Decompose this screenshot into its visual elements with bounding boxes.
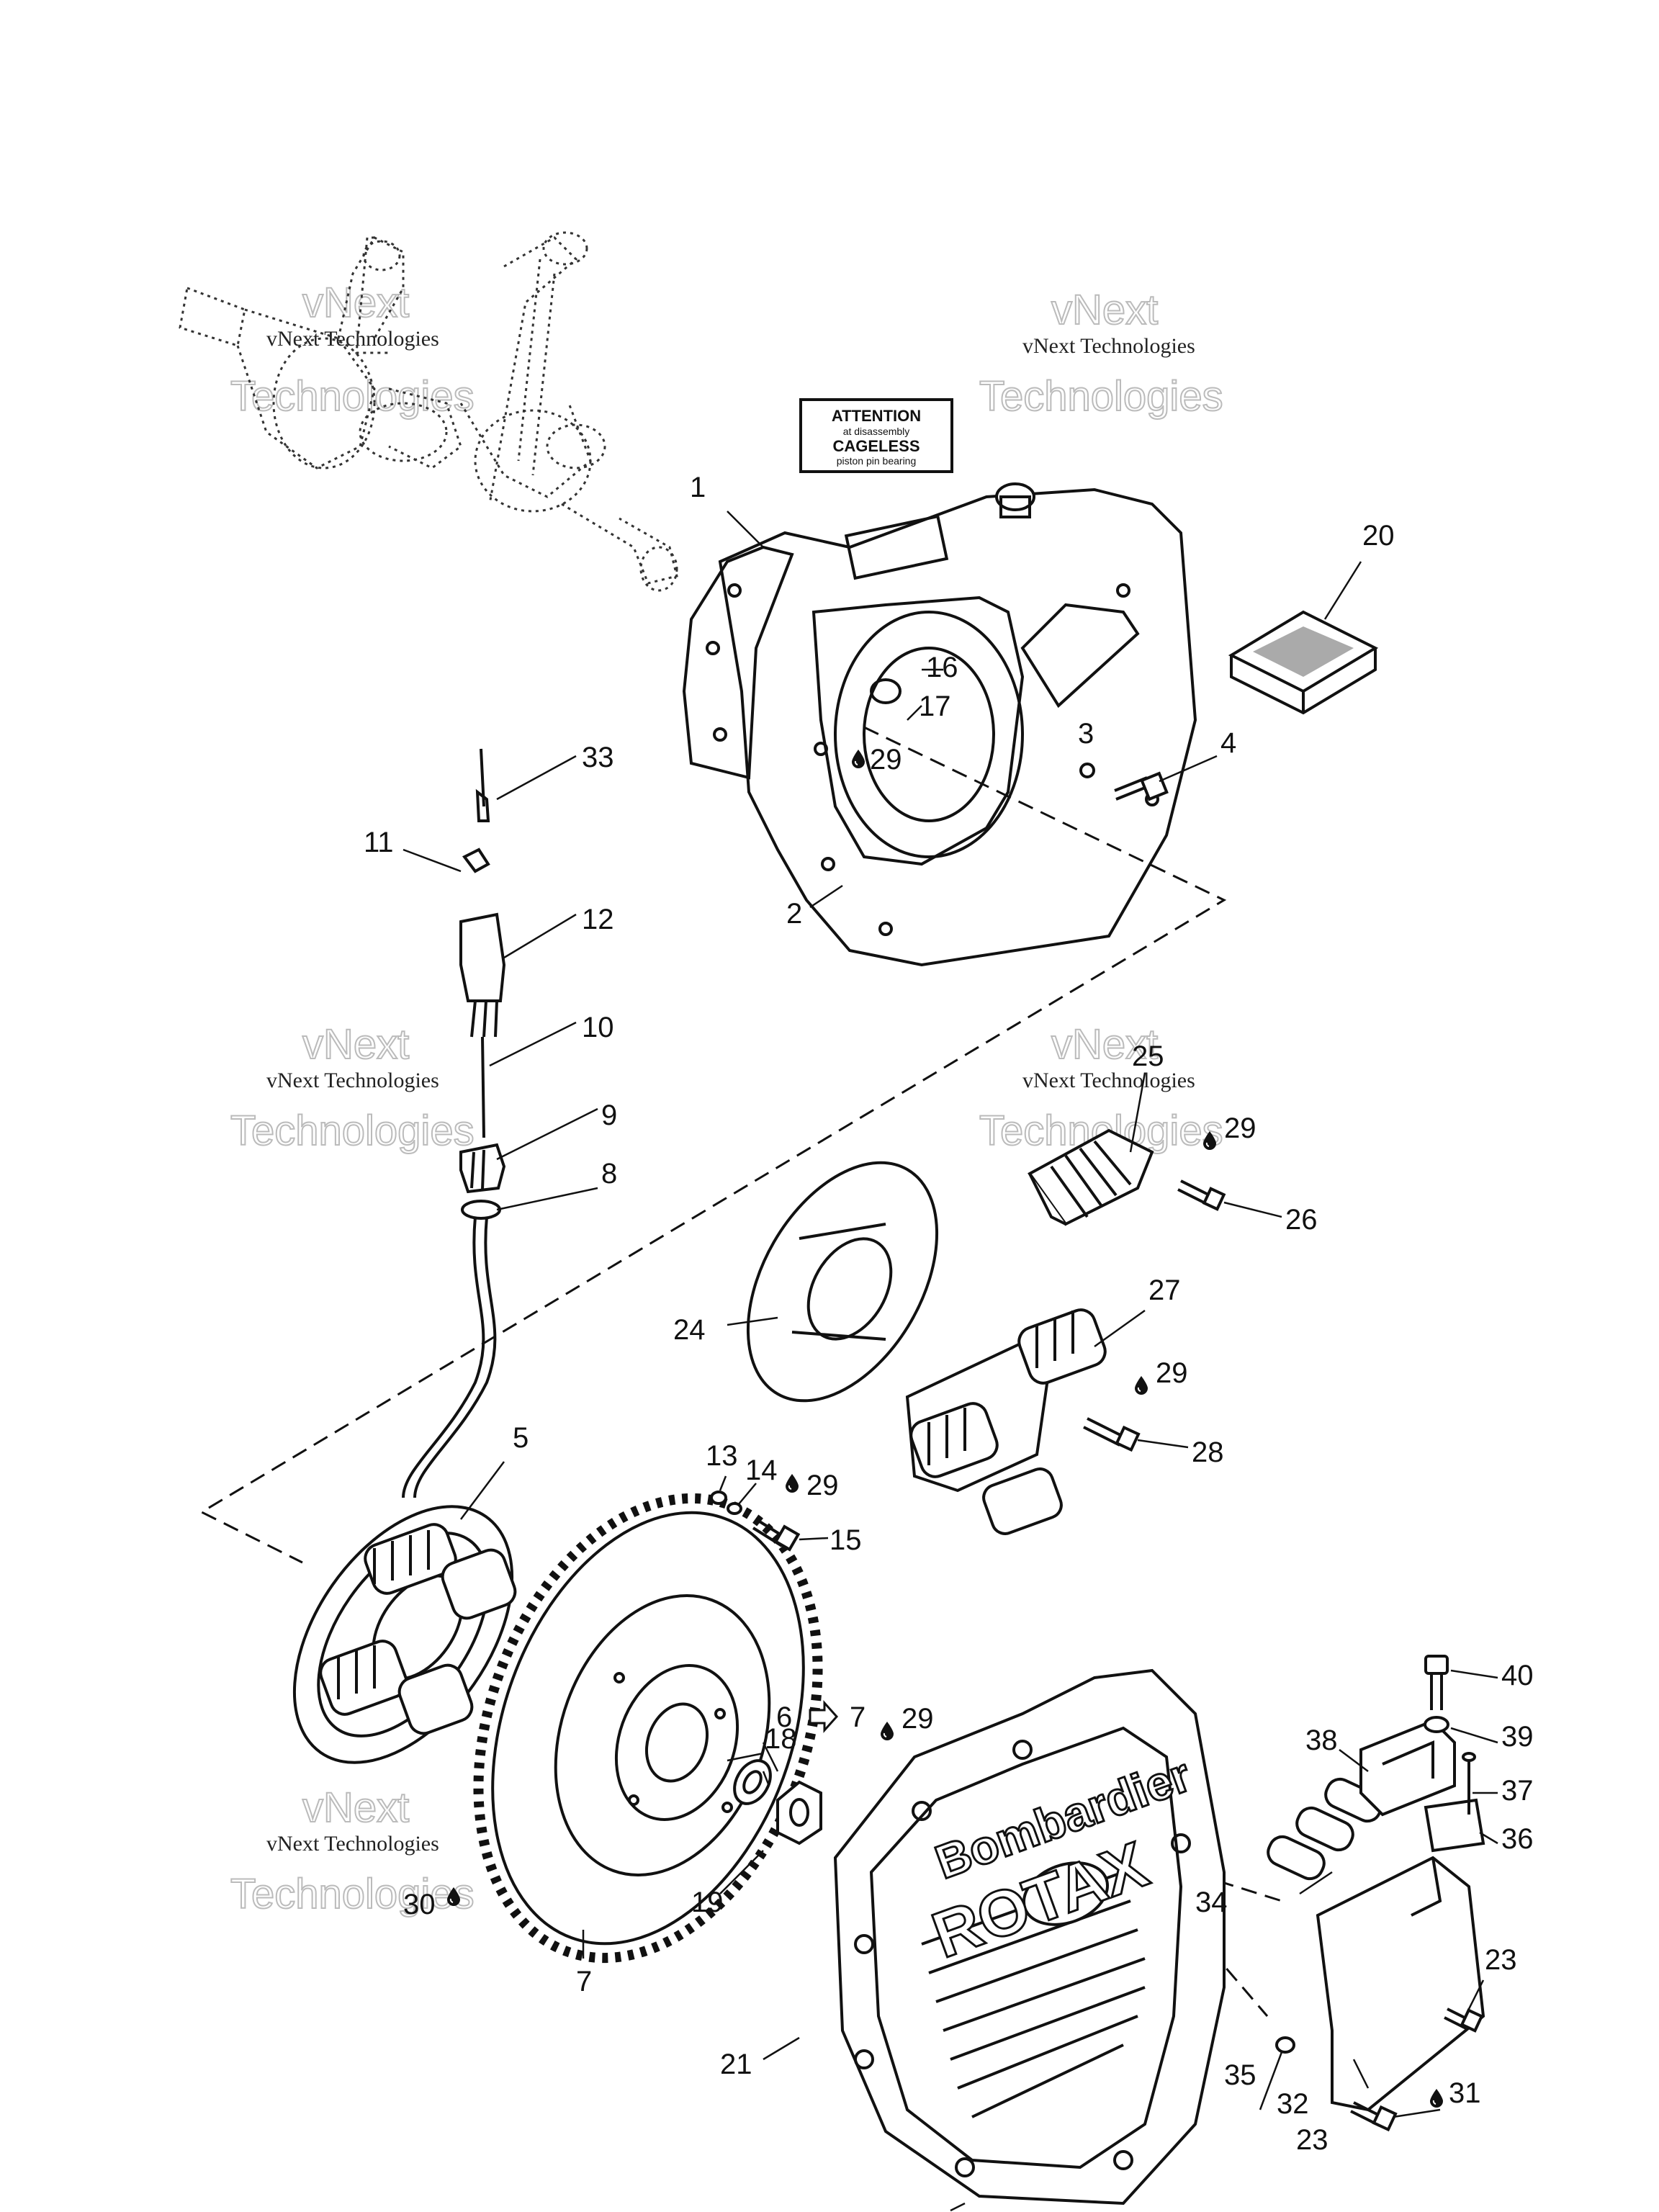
callout-31: 31 bbox=[1449, 2077, 1481, 2109]
svg-text:at disassembly: at disassembly bbox=[843, 426, 910, 437]
callout-2: 2 bbox=[786, 898, 802, 930]
callout-28: 28 bbox=[1192, 1437, 1224, 1468]
stator-5 bbox=[292, 1505, 517, 1764]
screw-26 bbox=[1177, 1179, 1226, 1211]
svg-text:CAGELESS: CAGELESS bbox=[832, 437, 920, 455]
leader-lines bbox=[403, 511, 1498, 2212]
svg-text:vNext: vNext bbox=[302, 1021, 409, 1068]
callout-10: 10 bbox=[582, 1012, 614, 1043]
callout-27: 27 bbox=[1148, 1274, 1181, 1306]
assembly-line-housing bbox=[199, 726, 1227, 1564]
watermark-top-right: vNext Technologies vNext Technologies bbox=[979, 286, 1224, 421]
callout-13: 13 bbox=[706, 1440, 738, 1472]
callout-17: 17 bbox=[919, 691, 951, 722]
pin-37 bbox=[1462, 1752, 1476, 1815]
callout-labels: 1 2 3 4 5 6 7 7 8 9 10 11 12 13 14 15 16… bbox=[364, 472, 1534, 2156]
callout-35: 35 bbox=[1224, 2059, 1256, 2091]
svg-text:Technologies: Technologies bbox=[230, 373, 475, 420]
callout-18: 18 bbox=[765, 1723, 797, 1755]
watermark-bottom-left: vNext Technologies vNext Technologies bbox=[230, 1784, 475, 1918]
svg-text:vNext: vNext bbox=[1051, 287, 1158, 333]
callout-29e: 29 bbox=[902, 1703, 934, 1735]
svg-text:vNext: vNext bbox=[302, 1784, 409, 1831]
support-plate-32 bbox=[1316, 1856, 1485, 2112]
wiring-harness bbox=[402, 748, 506, 1498]
callout-21: 21 bbox=[720, 2049, 752, 2080]
magneto-cover-21: Bombardier ROTAX bbox=[833, 1668, 1226, 2206]
callout-30: 30 bbox=[403, 1889, 436, 1920]
callout-12: 12 bbox=[582, 904, 614, 935]
callout-38: 38 bbox=[1305, 1725, 1338, 1756]
svg-text:Technologies: Technologies bbox=[979, 373, 1223, 420]
callout-33: 33 bbox=[582, 742, 614, 773]
crankshaft-reference bbox=[179, 231, 678, 592]
svg-text:vNext Technologies: vNext Technologies bbox=[266, 327, 439, 351]
callout-29c: 29 bbox=[1156, 1357, 1188, 1389]
bracket-38 bbox=[1359, 1719, 1456, 1817]
callout-29a: 29 bbox=[870, 744, 902, 775]
callout-5: 5 bbox=[513, 1422, 529, 1454]
svg-text:vNext Technologies: vNext Technologies bbox=[266, 1832, 439, 1856]
callout-1: 1 bbox=[690, 472, 706, 503]
callout-36: 36 bbox=[1501, 1823, 1534, 1855]
svg-text:vNext Technologies: vNext Technologies bbox=[266, 1069, 439, 1092]
nut-19 bbox=[776, 1780, 822, 1845]
callout-39: 39 bbox=[1501, 1721, 1534, 1753]
callout-19: 19 bbox=[691, 1887, 724, 1918]
clamp-36 bbox=[1424, 1798, 1485, 1853]
callout-4: 4 bbox=[1220, 727, 1236, 759]
svg-text:vNext: vNext bbox=[302, 279, 409, 326]
watermark-top-left: vNext Technologies vNext Technologies bbox=[230, 279, 475, 421]
svg-text:Technologies: Technologies bbox=[230, 1871, 475, 1917]
coil-25 bbox=[1028, 1128, 1154, 1226]
callout-29d: 29 bbox=[806, 1470, 839, 1501]
trigger-plate-24 bbox=[746, 1161, 939, 1403]
attention-sticker: ATTENTION at disassembly CAGELESS piston… bbox=[799, 398, 953, 473]
callout-32: 32 bbox=[1277, 2088, 1309, 2120]
callout-9: 9 bbox=[601, 1100, 617, 1131]
callout-40: 40 bbox=[1501, 1660, 1534, 1691]
screw-40 bbox=[1424, 1655, 1449, 1710]
screw-28 bbox=[1083, 1417, 1141, 1452]
callout-37: 37 bbox=[1501, 1775, 1534, 1807]
svg-text:piston pin bearing: piston pin bearing bbox=[837, 455, 917, 467]
svg-text:ATTENTION: ATTENTION bbox=[832, 407, 921, 425]
callout-20: 20 bbox=[1362, 520, 1395, 552]
callout-16: 16 bbox=[926, 652, 958, 683]
spacers-34 bbox=[1267, 1777, 1383, 1881]
pad-20 bbox=[1228, 610, 1379, 715]
svg-text:vNext: vNext bbox=[1051, 1021, 1158, 1068]
callout-26: 26 bbox=[1285, 1204, 1318, 1236]
washer-39 bbox=[1424, 1716, 1449, 1733]
svg-text:Technologies: Technologies bbox=[230, 1107, 475, 1154]
svg-text:vNext Technologies: vNext Technologies bbox=[1022, 334, 1195, 358]
callout-3: 3 bbox=[1078, 718, 1094, 750]
callout-34: 34 bbox=[1195, 1887, 1228, 1918]
callout-23a: 23 bbox=[1485, 1944, 1517, 1976]
callout-25: 25 bbox=[1132, 1040, 1164, 1072]
magneto-housing bbox=[682, 482, 1197, 967]
flywheel-7 bbox=[473, 1493, 823, 1964]
callout-15: 15 bbox=[830, 1524, 862, 1556]
callout-7: 7 bbox=[576, 1966, 592, 1997]
callout-6-ref: 7 bbox=[850, 1701, 866, 1733]
hollow-arrow-icon bbox=[809, 1700, 839, 1733]
coil-27 bbox=[905, 1308, 1107, 1535]
callout-23b: 23 bbox=[1296, 2124, 1328, 2156]
washer-18 bbox=[733, 1759, 772, 1805]
callout-24: 24 bbox=[673, 1314, 706, 1346]
callout-11: 11 bbox=[364, 827, 394, 858]
callout-29b: 29 bbox=[1224, 1112, 1256, 1144]
hardware-13-14-15 bbox=[710, 1491, 801, 1552]
screws-23 bbox=[1350, 2008, 1484, 2132]
watermark-mid-left: vNext Technologies vNext Technologies bbox=[230, 1020, 475, 1155]
svg-text:vNext Technologies: vNext Technologies bbox=[1022, 1069, 1195, 1092]
callout-14: 14 bbox=[745, 1455, 778, 1486]
washer-35 bbox=[1275, 2036, 1295, 2054]
callout-8: 8 bbox=[601, 1158, 617, 1190]
callout-6: 6 bbox=[776, 1701, 792, 1733]
